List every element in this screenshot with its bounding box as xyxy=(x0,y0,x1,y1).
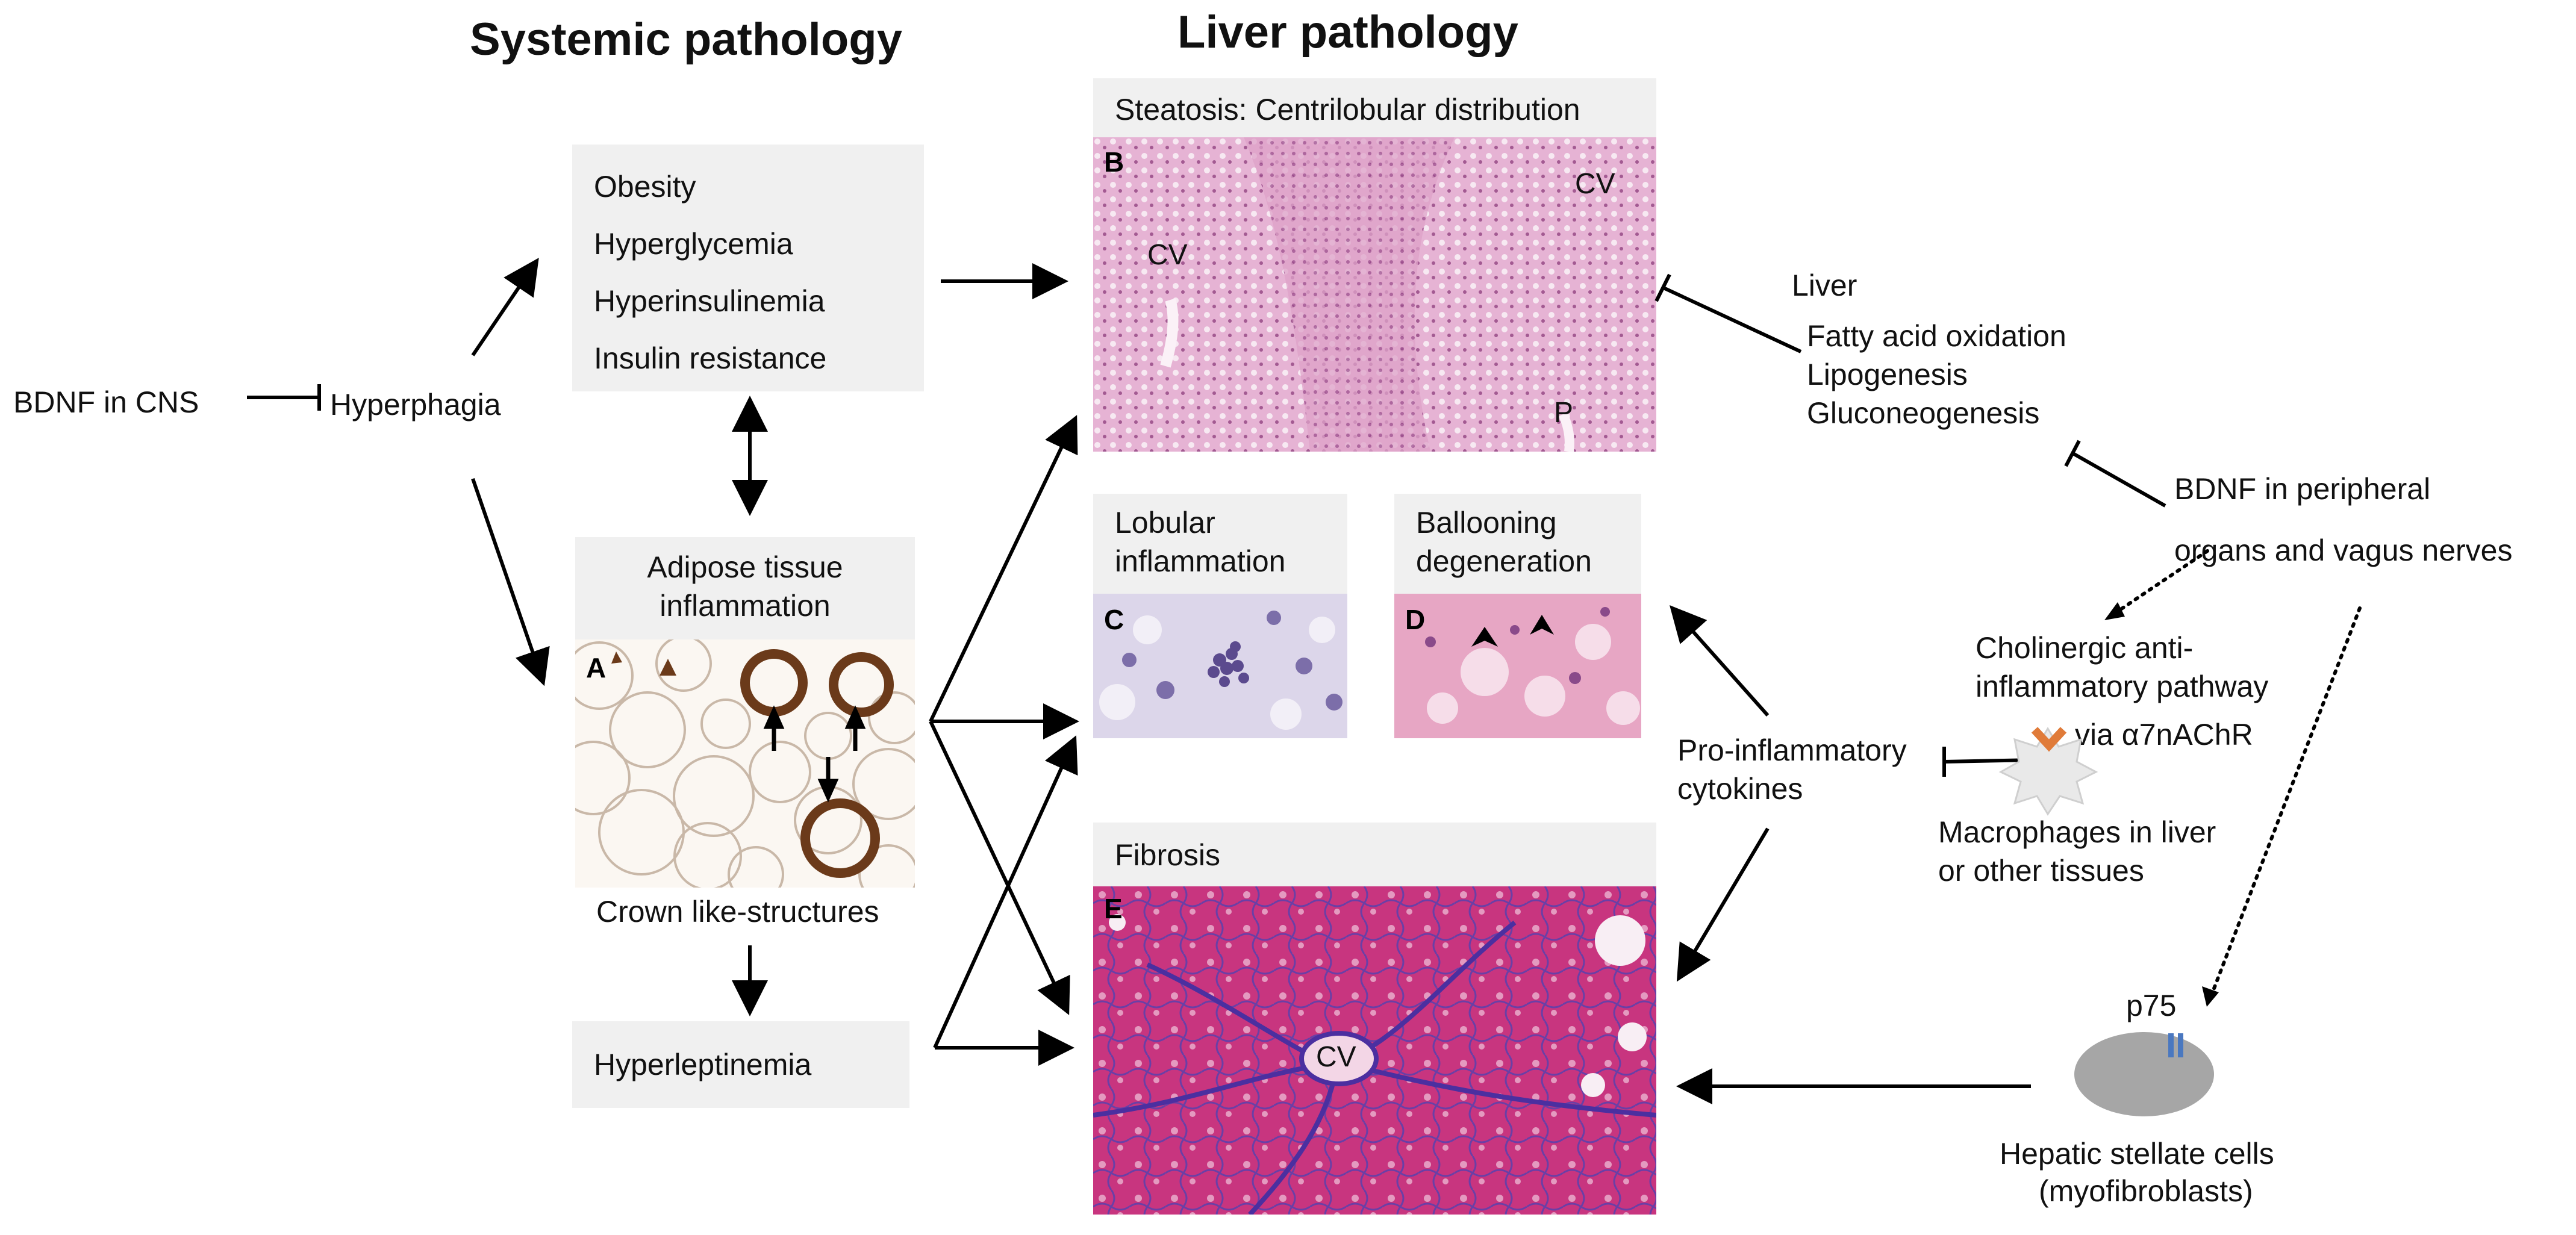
liver-item-lipogenesis: Lipogenesis xyxy=(1807,358,1968,391)
arrow-leptin-to-lobular xyxy=(933,735,1078,1049)
panel-c-label: C xyxy=(1104,604,1124,635)
adipose-header-line1: Adipose tissue xyxy=(647,550,843,584)
fibrosis-micrograph: E CV xyxy=(1093,886,1656,1215)
hyperleptinemia-label: Hyperleptinemia xyxy=(594,1048,812,1081)
ballooning-micrograph: D xyxy=(1394,594,1641,738)
lobular-header-line1: Lobular xyxy=(1115,506,1215,540)
cv-label-right: CV xyxy=(1575,168,1615,200)
cv-label-fibrosis: CV xyxy=(1316,1041,1356,1073)
ballooning-header-line2: degeneration xyxy=(1416,544,1592,578)
arrow-cytokines-to-ballooning xyxy=(1670,605,1770,717)
dotted-arrow-bdnf-to-stellate xyxy=(2210,606,2362,997)
inhibit-liver-to-steatosis xyxy=(1662,286,1802,353)
arrow-hyperphagia-to-metabolic xyxy=(471,258,539,356)
ballooning-header: Ballooning degeneration xyxy=(1394,494,1641,594)
crown-caption: Crown like-structures xyxy=(596,895,879,929)
dotted-arrowhead-cholinergic xyxy=(2104,602,2125,620)
fibrosis-header: Fibrosis xyxy=(1093,823,1656,886)
inhibit-bar-steatosis xyxy=(1654,273,1671,302)
steatosis-header: Steatosis: Centrilobular distribution xyxy=(1093,78,1656,137)
via-receptor-label: via α7nAChR xyxy=(2075,718,2253,751)
metabolic-item-obesity: Obesity xyxy=(594,170,696,204)
liver-item-gluconeogenesis: Gluconeogenesis xyxy=(1807,396,2040,430)
panel-b-label: B xyxy=(1104,146,1124,178)
stellate-line1: Hepatic stellate cells xyxy=(2000,1137,2274,1171)
macrophages-line2: or other tissues xyxy=(1938,854,2144,888)
metabolic-item-hyperglycemia: Hyperglycemia xyxy=(594,227,793,261)
liver-item-fatty-acid-oxidation: Fatty acid oxidation xyxy=(1807,319,2066,353)
pro-inflammatory-line2: cytokines xyxy=(1677,772,1803,806)
adipose-micrograph: A xyxy=(575,639,915,888)
dotted-arrow-bdnf-to-cholinergic xyxy=(2113,549,2209,615)
lobular-header-line2: inflammation xyxy=(1115,544,1286,578)
hyperphagia-label: Hyperphagia xyxy=(330,388,501,422)
liver-pathology-title: Liver pathology xyxy=(1177,7,1518,58)
macrophages-line1: Macrophages in liver xyxy=(1938,815,2216,849)
cholinergic-line2: inflammatory pathway xyxy=(1976,670,2269,703)
ballooning-header-line1: Ballooning xyxy=(1416,506,1557,540)
lobular-micrograph: C xyxy=(1093,594,1347,738)
bdnf-cns-label: BDNF in CNS xyxy=(13,385,199,419)
bdnf-peripheral-line1: BDNF in peripheral xyxy=(2174,472,2431,506)
p75-receptor-icon-2 xyxy=(2178,1033,2183,1057)
arrow-adipose-to-fibrosis xyxy=(929,720,1070,1015)
fibrosis-header-text: Fibrosis xyxy=(1115,838,1221,872)
inhibit-bdnf-to-liver xyxy=(2071,451,2166,508)
pro-inflammatory-line1: Pro-inflammatory xyxy=(1677,733,1907,767)
panel-e-label: E xyxy=(1104,893,1123,924)
metabolic-box: Obesity Hyperglycemia Hyperinsulinemia I… xyxy=(572,145,924,391)
metabolic-item-hyperinsulinemia: Hyperinsulinemia xyxy=(594,284,825,318)
nachr-receptor-icon xyxy=(2031,727,2067,752)
adipose-header-line2: inflammation xyxy=(660,589,831,623)
arrow-adipose-to-steatosis xyxy=(929,415,1078,723)
liver-label: Liver xyxy=(1792,269,1857,302)
arrow-hyperphagia-to-adipose xyxy=(471,478,550,686)
cv-label-left: CV xyxy=(1147,239,1188,271)
p75-label: p75 xyxy=(2126,989,2177,1022)
stellate-line2: (myofibroblasts) xyxy=(2039,1174,2253,1208)
adipose-header: Adipose tissue inflammation xyxy=(575,537,915,639)
systemic-pathology-title: Systemic pathology xyxy=(470,14,902,65)
dotted-arrowhead-stellate xyxy=(2202,986,2219,1007)
hyperleptinemia-box: Hyperleptinemia xyxy=(572,1021,909,1108)
steatosis-micrograph: B CV CV P xyxy=(1093,137,1656,452)
p-label: P xyxy=(1554,397,1574,429)
panel-d-label: D xyxy=(1405,604,1426,635)
macrophage-shape xyxy=(1998,727,2098,816)
inhibit-bar-liver xyxy=(2064,440,2081,467)
metabolic-item-insulin-resistance: Insulin resistance xyxy=(594,341,827,375)
bdnf-peripheral-line2: organs and vagus nerves xyxy=(2174,534,2513,567)
arrow-cytokines-to-fibrosis xyxy=(1676,827,1770,982)
p75-receptor-icon xyxy=(2168,1033,2174,1057)
panel-a-label: A xyxy=(586,652,607,683)
lobular-header: Lobular inflammation xyxy=(1093,494,1347,594)
stellate-cell-shape xyxy=(2074,1032,2214,1116)
cholinergic-line1: Cholinergic anti- xyxy=(1976,631,2194,665)
steatosis-header-text: Steatosis: Centrilobular distribution xyxy=(1115,93,1580,126)
